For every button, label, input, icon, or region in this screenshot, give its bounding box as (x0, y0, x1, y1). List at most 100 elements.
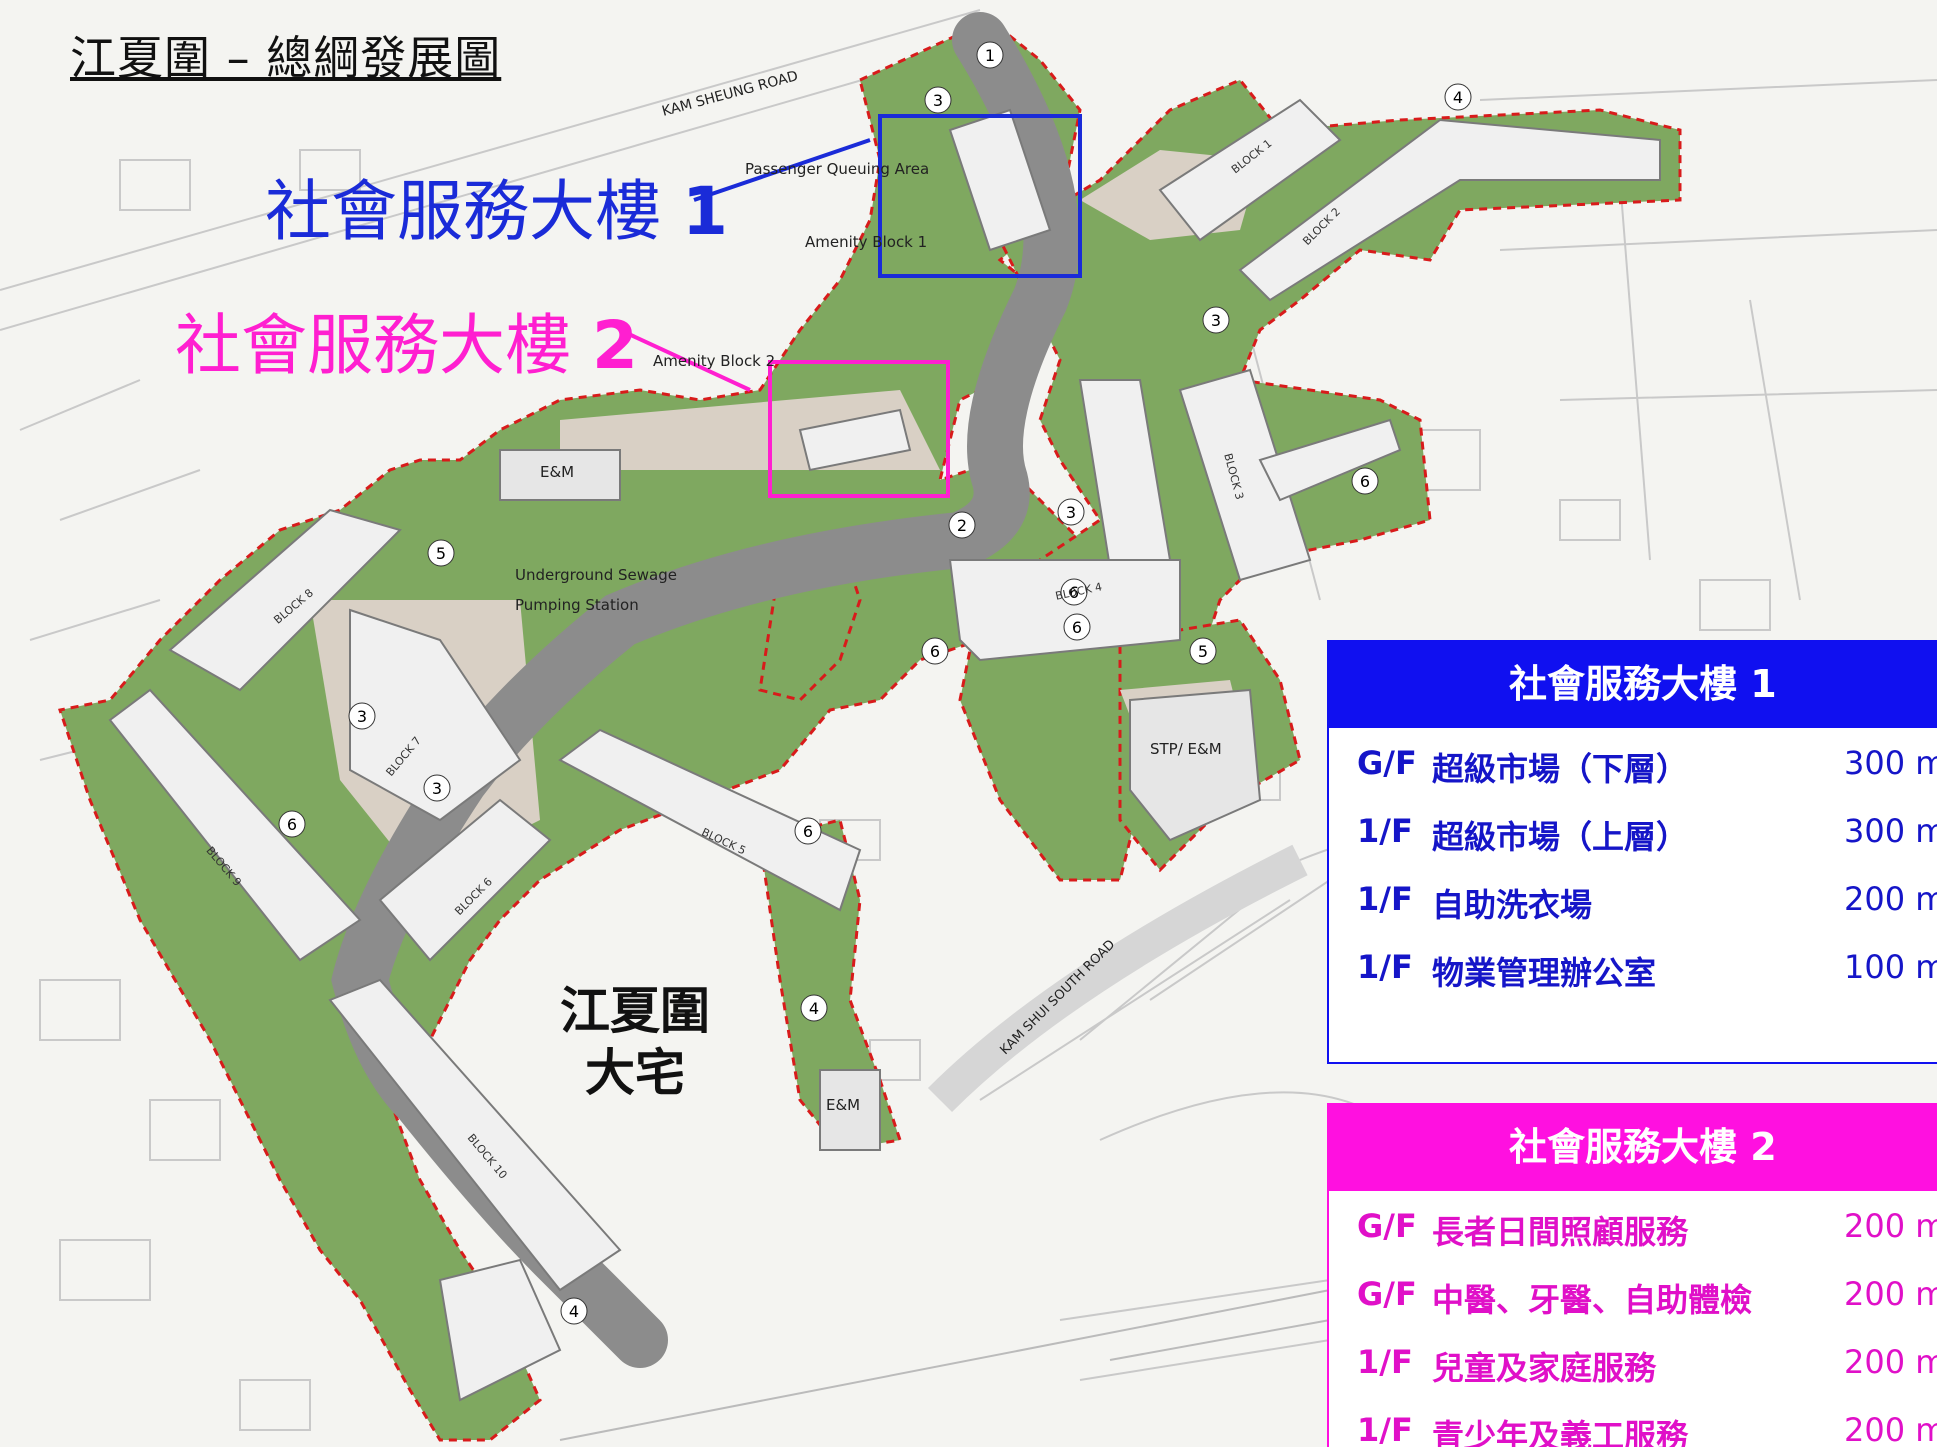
callout-block2-text: 社會服務大樓 (175, 307, 571, 384)
estate-label-line2: 大宅 (585, 1044, 685, 1102)
svg-text:3: 3 (933, 91, 943, 110)
panel1-row: 1/F 物業管理辦公室 100 m (1329, 932, 1937, 1000)
row-area: 200 m (1844, 1275, 1937, 1313)
panel1-row: G/F 超級市場（下層） 300 m (1329, 728, 1937, 796)
label-amenity-block-1: Amenity Block 1 (805, 233, 928, 251)
callout-block2-num: 2 (591, 307, 638, 384)
marker-3: 3 (1202, 306, 1230, 334)
svg-text:5: 5 (1198, 642, 1208, 661)
label-amenity-block-2: Amenity Block 2 (653, 352, 776, 370)
row-area: 200 m (1844, 1343, 1937, 1381)
block2-leader-line (619, 328, 751, 392)
panel2-title: 社會服務大樓 2 (1329, 1105, 1937, 1189)
label-underground-sewage: Underground Sewage (515, 566, 677, 584)
zone-markers: 1 2 3 3 3 3 3 4 4 4 5 5 6 6 6 6 6 6 (278, 41, 1472, 1325)
callout-block1-text: 社會服務大樓 (265, 173, 661, 250)
row-area: 300 m (1844, 744, 1937, 782)
marker-6: 6 (278, 810, 306, 838)
row-floor: 1/F (1357, 880, 1413, 918)
row-floor: G/F (1357, 1275, 1417, 1313)
svg-text:6: 6 (1072, 618, 1082, 637)
marker-5: 5 (1189, 637, 1217, 665)
panel2-row: G/F 中醫、牙醫、自助體檢 200 m (1329, 1259, 1937, 1327)
svg-text:4: 4 (1453, 88, 1463, 107)
row-area: 200 m (1844, 880, 1937, 918)
svg-text:3: 3 (1211, 311, 1221, 330)
marker-3: 3 (348, 702, 376, 730)
svg-text:6: 6 (287, 815, 297, 834)
row-area: 300 m (1844, 812, 1937, 850)
amenity-block-2-panel: 社會服務大樓 2 G/F 長者日間照顧服務 200 m G/F 中醫、牙醫、自助… (1327, 1103, 1937, 1447)
estate-label-line1: 江夏圍 (560, 982, 710, 1040)
svg-text:3: 3 (432, 779, 442, 798)
marker-1: 1 (976, 41, 1004, 69)
row-facility: 自助洗衣場 (1432, 886, 1593, 924)
em-building-2 (819, 1069, 881, 1151)
row-floor: G/F (1357, 1207, 1417, 1245)
residential-blocks (108, 98, 1661, 1402)
page-title: 江夏圍 – 總綱發展圖 (70, 31, 502, 85)
panel1-row: 1/F 自助洗衣場 200 m (1329, 864, 1937, 932)
row-floor: 1/F (1357, 1411, 1413, 1447)
panel2-divider (1329, 1189, 1937, 1191)
panel1-row: 1/F 超級市場（上層） 300 m (1329, 796, 1937, 864)
block1-leader-line (693, 138, 871, 202)
callout-amenity-block-1: 社會服務大樓 1 (265, 158, 728, 254)
label-passenger-queuing: Passenger Queuing Area (745, 160, 930, 178)
marker-5: 5 (427, 539, 455, 567)
marker-3: 3 (423, 774, 451, 802)
svg-text:6: 6 (1069, 583, 1079, 602)
marker-6: 6 (1063, 613, 1091, 641)
label-em-1: E&M (540, 463, 575, 481)
svg-text:3: 3 (1066, 503, 1076, 522)
row-facility: 物業管理辦公室 (1432, 954, 1657, 992)
svg-text:6: 6 (803, 822, 813, 841)
estate-label: 江夏圍 大宅 (560, 980, 710, 1104)
svg-text:4: 4 (809, 999, 819, 1018)
amenity-block-1-panel: 社會服務大樓 1 G/F 超級市場（下層） 300 m 1/F 超級市場（上層）… (1327, 640, 1937, 1064)
marker-4: 4 (560, 1297, 588, 1325)
svg-text:3: 3 (357, 707, 367, 726)
marker-6: 6 (794, 817, 822, 845)
label-stp-em: STP/ E&M (1150, 740, 1222, 758)
row-floor: 1/F (1357, 948, 1413, 986)
railing-linework (559, 1289, 1331, 1441)
marker-6: 6 (1351, 467, 1379, 495)
panel2-row: 1/F 青少年及義工服務 200 m (1329, 1395, 1937, 1447)
block1-highlight-box (878, 114, 1082, 278)
stp-em-building (1129, 688, 1262, 842)
svg-text:5: 5 (436, 544, 446, 563)
callout-block1-num: 1 (681, 173, 728, 250)
svg-text:1: 1 (985, 46, 995, 65)
panel1-title: 社會服務大樓 1 (1329, 642, 1937, 726)
row-facility: 超級市場（下層） (1432, 750, 1689, 788)
row-floor: 1/F (1357, 812, 1413, 850)
label-em-2: E&M (826, 1096, 861, 1114)
marker-3: 3 (924, 86, 952, 114)
panel1-divider (1329, 726, 1937, 728)
marker-4: 4 (800, 994, 828, 1022)
row-area: 200 m (1844, 1411, 1937, 1447)
marker-2: 2 (948, 511, 976, 539)
marker-4: 4 (1444, 83, 1472, 111)
svg-text:4: 4 (569, 1302, 579, 1321)
row-floor: 1/F (1357, 1343, 1413, 1381)
svg-text:6: 6 (1360, 472, 1370, 491)
row-floor: G/F (1357, 744, 1417, 782)
row-facility: 長者日間照顧服務 (1432, 1213, 1689, 1251)
callout-amenity-block-2: 社會服務大樓 2 (175, 292, 638, 388)
em-building-1 (499, 449, 621, 501)
label-pumping-station: Pumping Station (515, 596, 639, 614)
panel2-row: G/F 長者日間照顧服務 200 m (1329, 1191, 1937, 1259)
panel2-row: 1/F 兒童及家庭服務 200 m (1329, 1327, 1937, 1395)
marker-6: 6 (1060, 578, 1088, 606)
marker-3: 3 (1057, 498, 1085, 526)
row-area: 200 m (1844, 1207, 1937, 1245)
svg-text:2: 2 (957, 516, 967, 535)
row-area: 100 m (1844, 948, 1937, 986)
block2-highlight-box (768, 360, 950, 498)
row-facility: 中醫、牙醫、自助體檢 (1432, 1281, 1753, 1319)
row-facility: 兒童及家庭服務 (1432, 1349, 1657, 1387)
